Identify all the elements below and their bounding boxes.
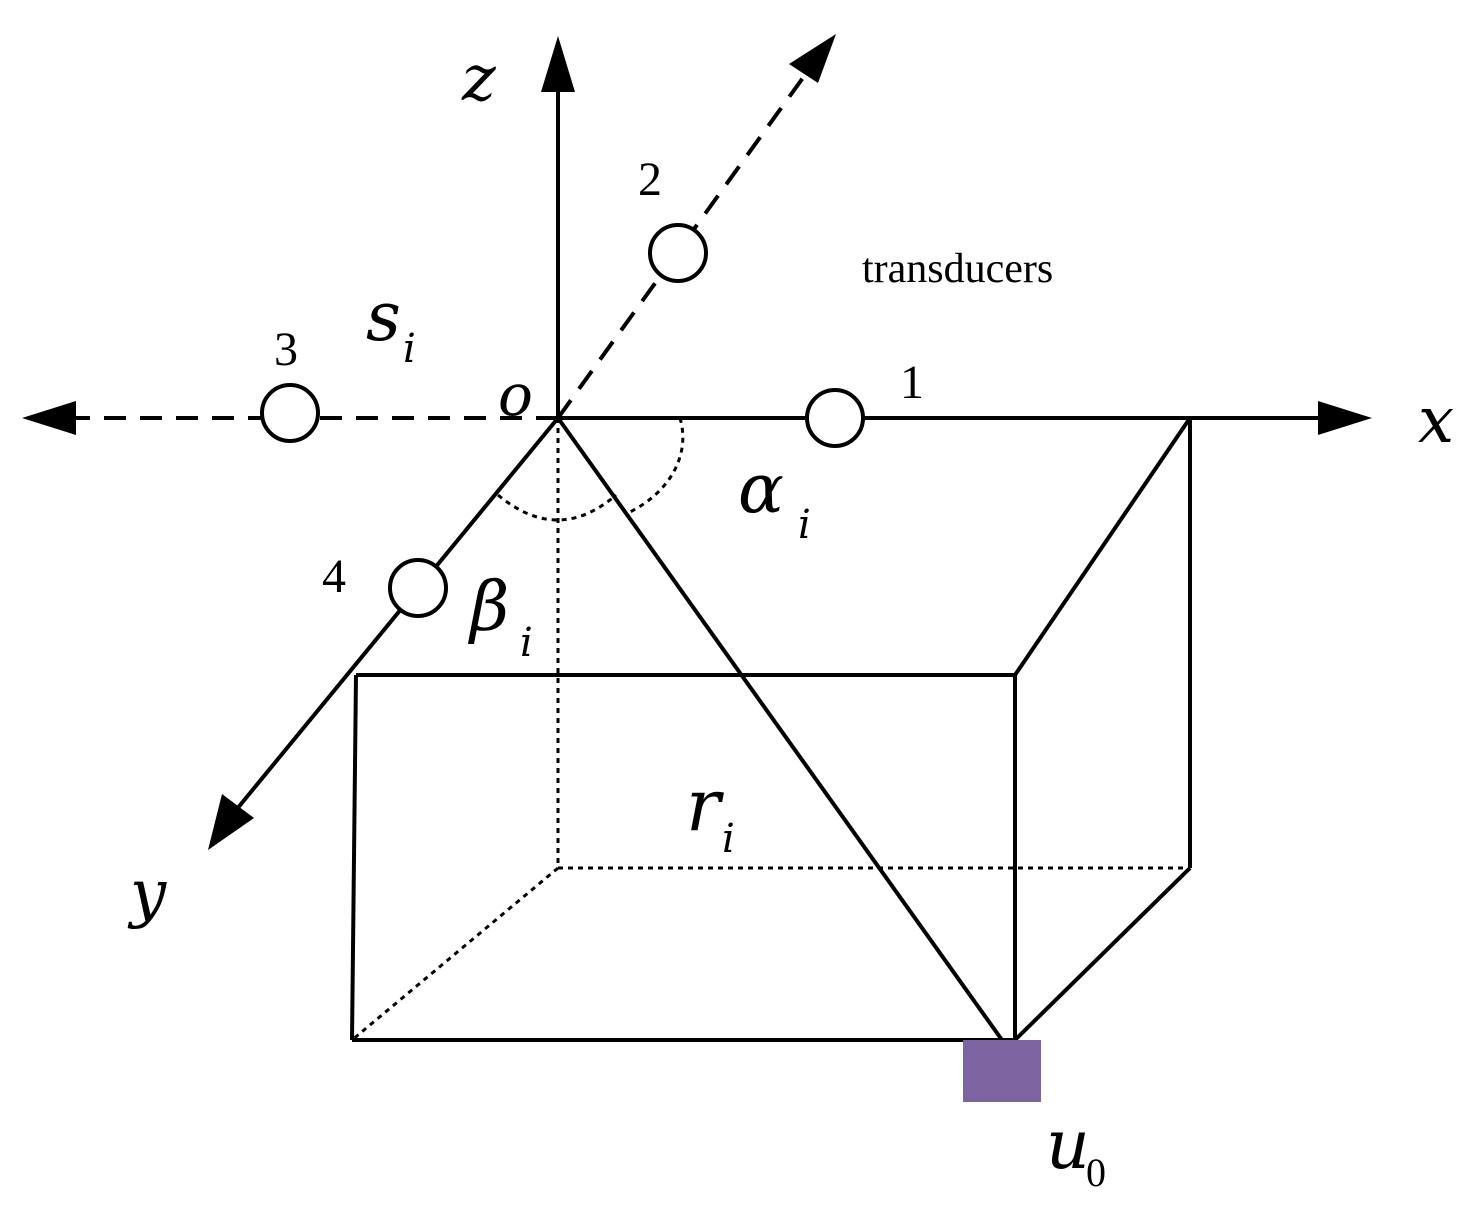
origin-label: o xyxy=(498,361,533,429)
alpha-angle-arc xyxy=(629,417,685,514)
box-solid-edges xyxy=(350,416,1192,1042)
range-line xyxy=(556,416,1004,1042)
svg-text:r: r xyxy=(686,763,724,847)
svg-text:β: β xyxy=(467,568,509,647)
transducer-4-number: 4 xyxy=(322,550,346,603)
svg-text:i: i xyxy=(722,816,735,862)
transducer-4-circle xyxy=(388,558,448,618)
diagonal-axis-dashed xyxy=(556,34,836,420)
z-axis-label: z xyxy=(461,42,497,116)
s-i-label: s i xyxy=(366,278,416,372)
transducer-3-number: 3 xyxy=(274,323,298,376)
x-axis xyxy=(558,401,1372,435)
svg-text:i: i xyxy=(403,326,416,372)
svg-text:α: α xyxy=(738,450,784,529)
y-axis xyxy=(208,416,560,850)
svg-text:s: s xyxy=(366,278,401,357)
transducer-1-circle xyxy=(805,388,865,448)
svg-text:0: 0 xyxy=(1086,1150,1106,1195)
z-axis xyxy=(541,36,575,418)
target-marker xyxy=(963,1040,1041,1102)
transducer-3-circle xyxy=(260,383,320,443)
svg-text:i: i xyxy=(520,620,533,666)
svg-text:u: u xyxy=(1046,1106,1090,1185)
alpha-i-label: α i xyxy=(738,450,811,548)
box-hidden-edges xyxy=(351,418,1190,1042)
y-axis-label: y xyxy=(127,857,167,931)
transducer-2-number: 2 xyxy=(638,153,662,206)
transducers-caption: transducers xyxy=(862,246,1053,292)
beta-i-label: β i xyxy=(467,568,533,666)
beta-angle-arc xyxy=(497,493,617,522)
x-axis-label: x xyxy=(1418,384,1454,458)
transducer-2-circle xyxy=(648,223,708,283)
u-0-label: u 0 xyxy=(1046,1106,1106,1195)
r-i-label: r i xyxy=(686,763,735,862)
transducer-1-number: 1 xyxy=(900,356,924,409)
svg-text:i: i xyxy=(798,502,811,548)
negative-x-axis-dashed xyxy=(22,401,558,435)
